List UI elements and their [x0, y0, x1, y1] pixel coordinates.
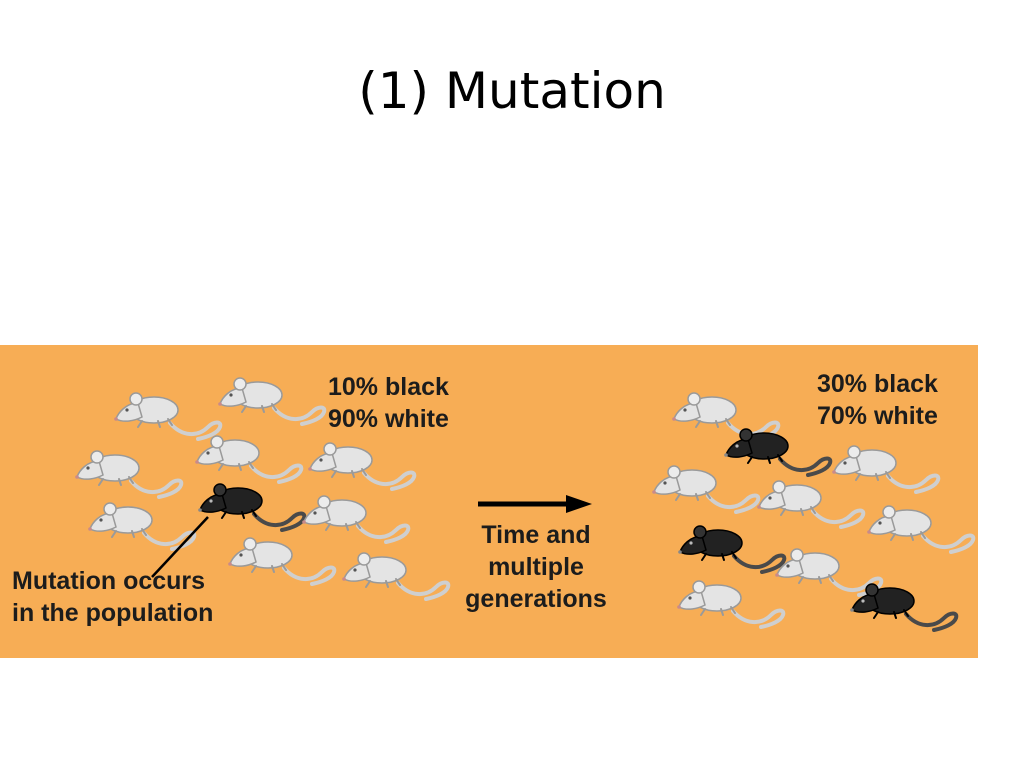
mutation-diagram: 10% black 90% white 30% black 70% white … [0, 345, 978, 658]
white-mouse [216, 376, 327, 426]
final-frequency-label: 30% black 70% white [817, 368, 938, 432]
white-mouse [73, 449, 184, 499]
black-mouse [722, 427, 833, 477]
time-note-line3: generations [465, 585, 607, 613]
initial-black-percent: 10% black [328, 373, 449, 401]
mutation-note: Mutation occurs in the population [12, 565, 213, 629]
black-mouse [676, 524, 787, 574]
time-arrow [478, 495, 592, 513]
white-mouse [865, 504, 976, 554]
white-mouse [340, 551, 451, 601]
time-note-line1: Time and [481, 521, 591, 549]
white-mouse [193, 434, 304, 484]
pointer-line [151, 516, 209, 578]
mutation-note-line2: in the population [12, 599, 214, 627]
mutation-note-line1: Mutation occurs [12, 567, 206, 595]
slide-title: (1) Mutation [358, 62, 666, 120]
time-note-line2: multiple [488, 553, 584, 581]
time-note: Time and multiple generations [446, 519, 626, 615]
white-mouse [86, 501, 197, 551]
white-mouse [830, 444, 941, 494]
final-black-percent: 30% black [817, 370, 938, 398]
white-mouse [773, 547, 884, 597]
white-mouse [306, 441, 417, 491]
initial-white-percent: 90% white [328, 405, 449, 433]
white-mouse [650, 464, 761, 514]
final-white-percent: 70% white [817, 402, 938, 430]
white-mouse [670, 391, 781, 441]
white-mouse [755, 479, 866, 529]
white-mouse [675, 579, 786, 629]
white-mouse [300, 494, 411, 544]
diagram-artwork [73, 376, 976, 632]
black-mouse [196, 482, 307, 532]
white-mouse [226, 536, 337, 586]
white-mouse [112, 391, 223, 441]
black-mouse [848, 582, 959, 632]
initial-frequency-label: 10% black 90% white [328, 371, 449, 435]
